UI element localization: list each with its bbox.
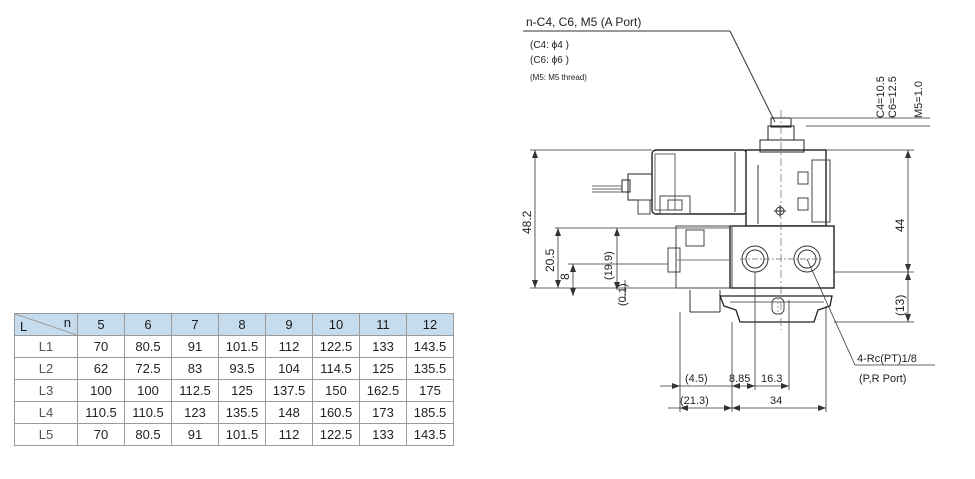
port-title: n-C4, C6, M5 (A Port) <box>526 15 641 29</box>
rc-port-leader <box>806 258 856 366</box>
table-cell: 100 <box>77 379 125 402</box>
table-row: L4 110.5 110.5 123 135.5 148 160.5 173 1… <box>14 401 454 424</box>
dim-label-c6: C6=12.5 <box>887 76 899 118</box>
table-cell: 143.5 <box>406 423 454 446</box>
table-cell: 101.5 <box>218 423 266 446</box>
corner-column-label: n <box>63 315 71 330</box>
table-corner-cell: n L <box>14 313 78 336</box>
table-cell: 135.5 <box>406 357 454 380</box>
valve-main-block <box>667 225 835 313</box>
rc-port-label: 4-Rc(PT)1/8 <box>857 353 917 365</box>
dim-label-8: 8 <box>558 273 572 280</box>
table-cell: 101.5 <box>218 335 266 358</box>
row-label: L5 <box>14 423 78 446</box>
base-rail <box>719 295 833 323</box>
table-cell: 162.5 <box>359 379 407 402</box>
table-cell: 148 <box>265 401 313 424</box>
table-cell: 175 <box>406 379 454 402</box>
dimension-arrows <box>532 150 911 411</box>
port-leader-line <box>729 30 776 123</box>
table-cell: 72.5 <box>124 357 172 380</box>
table-header-row: n L 5 6 7 8 9 10 11 12 <box>14 313 454 336</box>
column-header: 11 <box>359 313 407 336</box>
table-cell: 91 <box>171 423 219 446</box>
pr-port-label: (P,R Port) <box>859 373 906 385</box>
dim-label-19-9: (19.9) <box>603 251 615 280</box>
row-label: L1 <box>14 335 78 358</box>
dim-label-16-3: 16.3 <box>761 373 782 385</box>
dim-label-44: 44 <box>893 218 907 232</box>
column-header: 5 <box>77 313 125 336</box>
port-c6-note: (C6: ϕ6 ) <box>530 55 569 66</box>
dim-label-0-1: (0.1) <box>617 283 629 306</box>
corner-diagonal-line <box>15 314 77 335</box>
dim-label-34: 34 <box>770 395 782 407</box>
table-cell: 80.5 <box>124 423 172 446</box>
column-header: 10 <box>312 313 360 336</box>
dim-label-48-2: 48.2 <box>520 210 534 234</box>
column-header: 12 <box>406 313 454 336</box>
corner-row-label: L <box>20 319 28 334</box>
column-header: 7 <box>171 313 219 336</box>
table-row: L2 62 72.5 83 93.5 104 114.5 125 135.5 <box>14 357 454 380</box>
dim-label-21-3: (21.3) <box>680 395 709 407</box>
valve-upper-body <box>745 117 831 227</box>
solenoid-coil <box>592 149 748 215</box>
table-cell: 133 <box>359 423 407 446</box>
dim-label-4-5: (4.5) <box>685 373 708 385</box>
table-cell: 143.5 <box>406 335 454 358</box>
column-header: 8 <box>218 313 266 336</box>
dimension-table: n L 5 6 7 8 9 10 11 12 L1 70 80.5 91 101… <box>14 313 454 446</box>
row-label: L3 <box>14 379 78 402</box>
dim-label-c4: C4=10.5 <box>875 76 887 118</box>
dim-label-m5: M5=1.0 <box>913 81 925 118</box>
table-cell: 112.5 <box>171 379 219 402</box>
table-row: L5 70 80.5 91 101.5 112 122.5 133 143.5 <box>14 423 454 446</box>
dim-label-20-5: 20.5 <box>543 248 557 272</box>
port-m5-note: (M5: M5 thread) <box>530 73 587 82</box>
dim-label-8-85: 8.85 <box>729 373 750 385</box>
port-c4-note: (C4: ϕ4 ) <box>530 40 569 51</box>
table-cell: 104 <box>265 357 313 380</box>
dim-label-13: (13) <box>893 295 907 316</box>
table-cell: 100 <box>124 379 172 402</box>
table-cell: 70 <box>77 335 125 358</box>
table-row: L3 100 100 112.5 125 137.5 150 162.5 175 <box>14 379 454 402</box>
row-label: L4 <box>14 401 78 424</box>
